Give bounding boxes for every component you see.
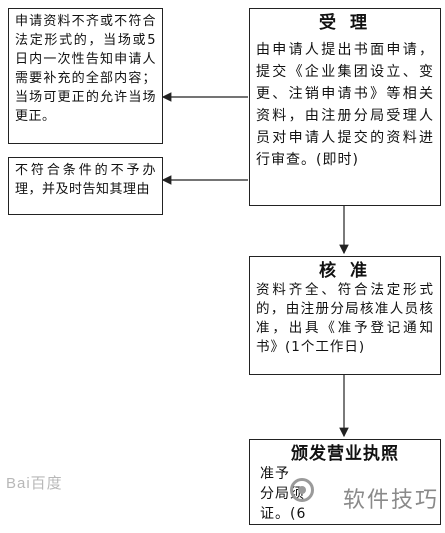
side-note-rejected-text: 不符合条件的不予办理，并及时告知其理由 bbox=[15, 163, 156, 197]
watermark-icon bbox=[290, 478, 314, 502]
side-note-incomplete: 申请资料不齐或不符合法定形式的，当场或5日内一次性告知申请人需要补充的全部内容；… bbox=[8, 8, 163, 144]
side-note-rejected: 不符合条件的不予办理，并及时告知其理由 bbox=[8, 157, 163, 215]
accept-step-box: 受 理 由申请人提出书面申请，提交《企业集团设立、变更、注销申请书》等相关资料，… bbox=[249, 8, 441, 206]
approve-step-box: 核 准 资料齐全、符合法定形式的，由注册分局核准人员核准，出具《准予登记通知书》… bbox=[249, 256, 441, 375]
issue-license-title: 颁发营业执照 bbox=[291, 444, 399, 464]
baidu-watermark-logo: Bai百度 bbox=[6, 475, 63, 492]
approve-step-text: 资料齐全、符合法定形式的，由注册分局核准人员核准，出具《准予登记通知书》(1个工… bbox=[256, 282, 434, 355]
accept-step-title: 受 理 bbox=[319, 13, 371, 33]
side-note-incomplete-text: 申请资料不齐或不符合法定形式的，当场或5日内一次性告知申请人需要补充的全部内容；… bbox=[15, 14, 156, 124]
approve-step-title: 核 准 bbox=[319, 261, 371, 281]
accept-step-text: 由申请人提出书面申请，提交《企业集团设立、变更、注销申请书》等相关资料，由注册分… bbox=[256, 42, 434, 168]
watermark-text: 软件技巧 bbox=[342, 488, 439, 513]
